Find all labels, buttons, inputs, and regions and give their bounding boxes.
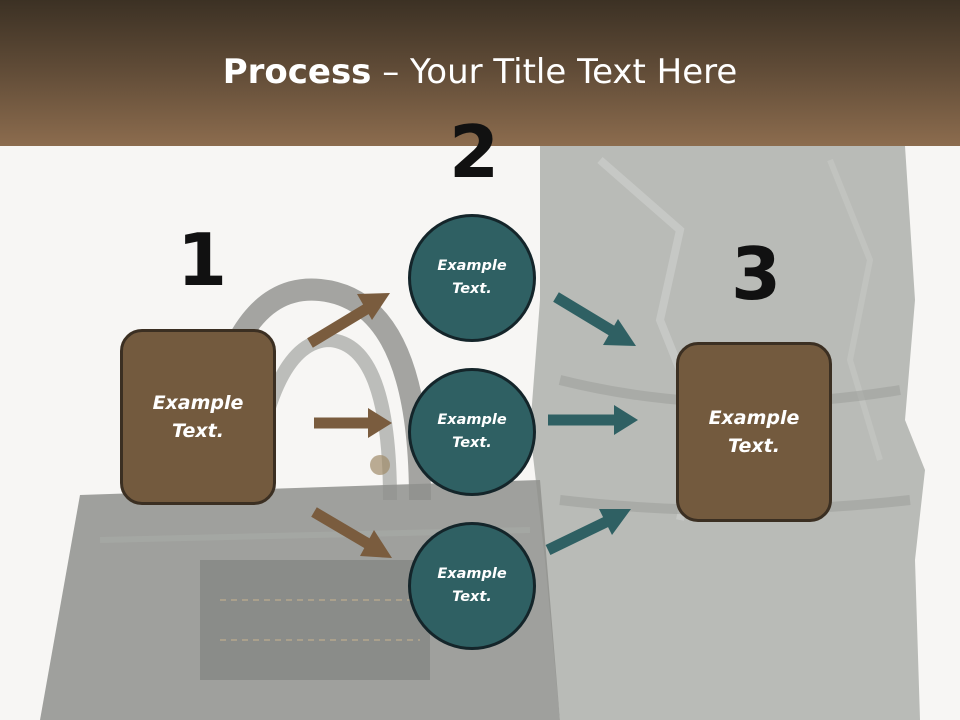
step-3-box: Example Text. <box>676 342 832 522</box>
title-rest: – Your Title Text Here <box>371 52 738 92</box>
step-2-middle-text: Example Text. <box>437 411 507 451</box>
step-2-circle-bottom: Example Text. <box>408 522 536 650</box>
slide-title: Process – Your Title Text Here <box>0 52 960 92</box>
arrow-middle-to-3 <box>548 405 638 435</box>
step-2-top-text: Example Text. <box>437 257 507 297</box>
arrow-top-to-3 <box>553 292 636 346</box>
arrow-1-to-top <box>307 293 390 348</box>
arrow-bottom-to-3 <box>545 509 631 555</box>
arrow-1-to-middle <box>314 408 392 438</box>
step-number-3: 3 <box>731 232 782 316</box>
title-bold: Process <box>222 52 372 92</box>
step-2-bottom-text: Example Text. <box>437 565 507 605</box>
arrow-1-to-bottom <box>311 507 392 558</box>
step-2-circle-top: Example Text. <box>408 214 536 342</box>
step-1-box: Example Text. <box>120 329 276 505</box>
header-band <box>0 0 960 146</box>
step-1-text: Example Text. <box>152 391 244 443</box>
step-3-text: Example Text. <box>708 406 800 458</box>
step-2-circle-middle: Example Text. <box>408 368 536 496</box>
step-number-1: 1 <box>177 218 228 302</box>
step-number-2: 2 <box>449 110 500 194</box>
